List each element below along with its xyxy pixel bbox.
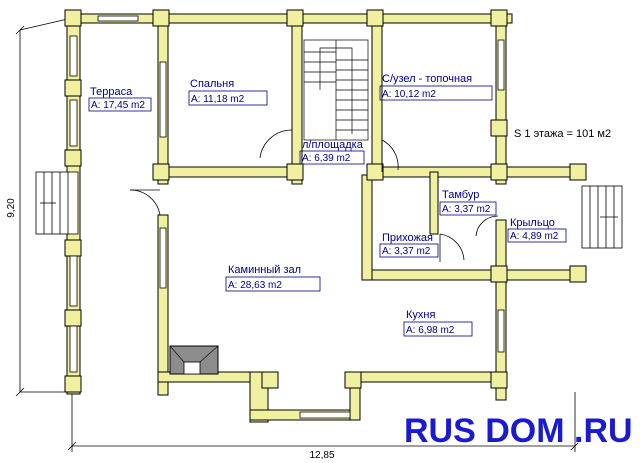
room-porch-name: Крыльцо (510, 217, 555, 229)
room-bedroom-area: A: 11,18 m2 (191, 94, 245, 105)
room-kitchen-name: Кухня (406, 309, 435, 321)
steps-right (581, 185, 623, 249)
dimension-lines (15, 17, 580, 452)
room-terrace: Терраса A: 17,45 m2 (88, 86, 152, 112)
room-hallway: Прихожая A: 3,37 m2 (379, 232, 439, 258)
dimension-height: 9,20 (6, 198, 17, 218)
room-terrace-name: Терраса (90, 86, 133, 98)
room-kitchen: Кухня A: 6,98 m2 (403, 309, 473, 337)
room-fireplace-hall: Каминный зал A: 28,63 m2 (225, 264, 321, 292)
room-terrace-area: A: 17,45 m2 (91, 100, 145, 111)
windows (69, 15, 505, 419)
brand-logo: RUS DOM .RU (404, 412, 633, 450)
room-fireplace-hall-area: A: 28,63 m2 (228, 280, 282, 291)
log-ends (64, 9, 587, 393)
room-tambur-name: Тамбур (442, 189, 479, 201)
room-bathroom-area: A: 10,12 m2 (382, 89, 436, 100)
room-landing-name: л/площадка (302, 139, 364, 151)
fireplace (169, 345, 219, 375)
dimension-width: 12,85 (309, 450, 334, 461)
total-area: S 1 этажа = 101 м2 (514, 128, 611, 140)
room-bedroom: Спальня A: 11,18 m2 (188, 78, 268, 106)
room-landing: л/площадка A: 6,39 m2 (299, 139, 365, 165)
room-hallway-name: Прихожая (382, 232, 433, 244)
room-porch: Крыльцо A: 4,89 m2 (507, 217, 567, 243)
room-tambur-area: A: 3,37 m2 (442, 204, 491, 215)
room-landing-area: A: 6,39 m2 (302, 153, 351, 164)
room-fireplace-hall-name: Каминный зал (228, 264, 301, 276)
room-hallway-area: A: 3,37 m2 (382, 246, 431, 257)
room-bathroom-name: С/узел - топочная (382, 73, 472, 85)
stairs (303, 39, 369, 141)
doors (129, 129, 499, 262)
room-bedroom-name: Спальня (190, 78, 234, 90)
room-kitchen-area: A: 6,98 m2 (406, 325, 455, 336)
room-bathroom: С/узел - топочная A: 10,12 m2 (379, 73, 493, 101)
room-porch-area: A: 4,89 m2 (510, 231, 559, 242)
steps-left (35, 171, 79, 235)
room-tambur: Тамбур A: 3,37 m2 (439, 189, 497, 216)
